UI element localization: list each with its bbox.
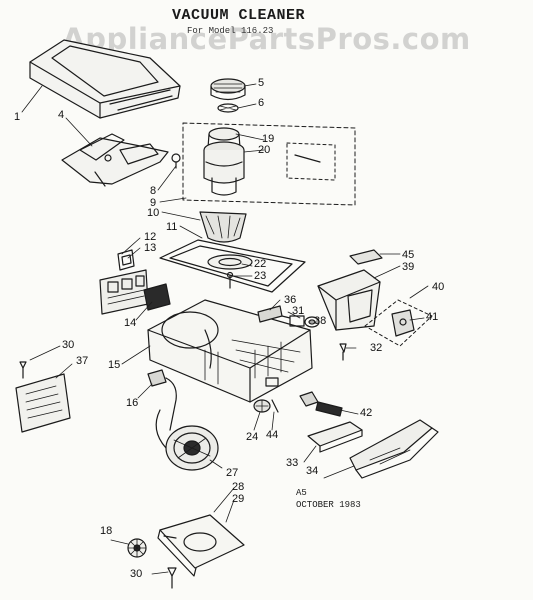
model-subtitle: For Model 116.23 — [187, 26, 274, 36]
part-label-1: 1 — [14, 111, 21, 123]
part-label-23: 23 — [254, 270, 267, 282]
part-label-9: 9 — [150, 197, 157, 209]
part-label-31: 31 — [292, 305, 305, 317]
part-connector — [300, 392, 342, 416]
part-screw-32 — [340, 344, 346, 360]
part-label-34: 34 — [306, 465, 319, 477]
diagram-title: VACUUM CLEANER — [172, 7, 306, 24]
part-label-28: 28 — [232, 481, 245, 493]
part-label-plate — [16, 374, 70, 432]
part-label-12: 12 — [144, 231, 157, 243]
watermark: AppliancePartsPros.com — [62, 22, 471, 56]
part-bumper-arm — [350, 420, 438, 478]
part-label-16: 16 — [126, 397, 139, 409]
part-filter-cap — [211, 79, 245, 112]
part-label-19: 19 — [262, 133, 275, 145]
part-label-38: 38 — [314, 315, 327, 327]
part-label-4: 4 — [58, 109, 65, 121]
part-handle-bracket — [62, 134, 168, 186]
part-label-14: 14 — [124, 317, 137, 329]
part-bag-holder — [200, 212, 246, 242]
part-label-10: 10 — [147, 207, 160, 219]
part-label-15: 15 — [108, 359, 121, 371]
part-label-20: 20 — [258, 144, 271, 156]
part-filter-housing — [318, 250, 382, 330]
part-label-32: 32 — [370, 342, 383, 354]
part-pedal — [308, 422, 362, 452]
part-label-39: 39 — [402, 261, 415, 273]
footnote-code: A5 — [296, 488, 307, 498]
part-label-13: 13 — [144, 242, 157, 254]
part-label-11: 11 — [166, 221, 178, 233]
part-label-44: 44 — [266, 429, 279, 441]
part-bottom-plate — [158, 515, 244, 576]
part-motor-assembly — [172, 123, 355, 205]
part-wheel — [254, 400, 278, 412]
footnote-date: OCTOBER 1983 — [296, 500, 361, 510]
part-label-30-bottom: 30 — [130, 568, 143, 580]
part-main-housing — [148, 300, 312, 402]
part-label-6: 6 — [258, 97, 265, 109]
part-label-8: 8 — [150, 185, 157, 197]
part-gear — [128, 539, 146, 557]
part-label-42: 42 — [360, 407, 373, 419]
part-gasket-tray — [160, 240, 305, 292]
part-label-40: 40 — [432, 281, 445, 293]
part-screw-30-top — [20, 362, 26, 378]
part-label-33: 33 — [286, 457, 299, 469]
part-label-27: 27 — [226, 467, 239, 479]
leader-lines — [22, 84, 428, 574]
part-label-36: 36 — [284, 294, 297, 306]
part-label-45: 45 — [402, 249, 415, 261]
part-fittings — [258, 306, 319, 327]
part-label-30-top: 30 — [62, 339, 75, 351]
part-cord-clip — [148, 370, 176, 430]
part-label-29: 29 — [232, 493, 245, 505]
part-label-41: 41 — [426, 311, 439, 323]
part-label-37: 37 — [76, 355, 89, 367]
part-control-panel — [100, 270, 148, 314]
part-label-24: 24 — [246, 431, 259, 443]
part-cover-lid — [30, 40, 180, 118]
part-switch — [118, 250, 134, 270]
part-label-5: 5 — [258, 77, 265, 89]
part-label-22: 22 — [254, 258, 267, 270]
part-retainer — [365, 300, 432, 346]
part-label-18: 18 — [100, 525, 113, 537]
part-cord-reel — [156, 410, 218, 470]
part-screw-30-bottom — [168, 568, 176, 588]
